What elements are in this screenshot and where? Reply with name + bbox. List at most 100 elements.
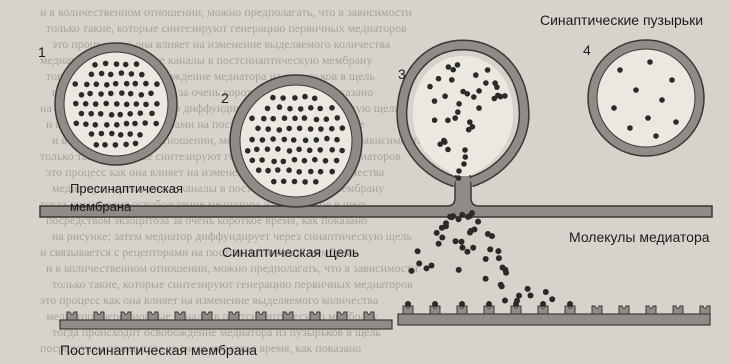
mediator-molecule bbox=[281, 159, 287, 165]
mediator-molecule bbox=[471, 94, 477, 100]
mediator-molecule bbox=[633, 87, 639, 93]
mediator-molecule bbox=[271, 179, 277, 185]
mediator-molecule bbox=[89, 131, 95, 137]
receptor bbox=[511, 306, 521, 314]
mediator-molecule bbox=[148, 91, 154, 97]
synaptic-cleft-label: Синаптическая щель bbox=[222, 244, 359, 260]
mediator-molecule bbox=[334, 158, 340, 164]
mediator-molecule bbox=[114, 101, 120, 107]
mediator-molecule bbox=[492, 80, 498, 86]
mediator-molecule bbox=[449, 77, 455, 83]
mediator-molecule bbox=[265, 146, 271, 152]
mediator-molecule bbox=[500, 265, 506, 271]
mediator-molecule bbox=[103, 101, 109, 107]
mediator-molecule bbox=[139, 72, 145, 78]
receptor bbox=[592, 306, 602, 314]
mediator-molecule bbox=[318, 169, 324, 175]
vesicle-number-4: 4 bbox=[583, 42, 591, 58]
mediator-molecule bbox=[270, 116, 276, 122]
mediator-molecule bbox=[302, 94, 308, 100]
mediator-molecule bbox=[456, 216, 462, 222]
mediator-molecule bbox=[277, 104, 283, 110]
postsynaptic-membrane-label: Постсинаптическая мембрана bbox=[60, 342, 257, 358]
receptor bbox=[175, 312, 185, 320]
mediator-molecule bbox=[108, 72, 114, 78]
mediator-molecule bbox=[98, 111, 104, 117]
mediator-molecule bbox=[259, 157, 265, 163]
vesicle-4 bbox=[588, 40, 704, 156]
mediator-molecule bbox=[277, 127, 283, 133]
mediator-molecule bbox=[528, 293, 534, 299]
mediator-molecule bbox=[459, 301, 465, 307]
mediator-molecule bbox=[154, 81, 160, 87]
mediator-molecule bbox=[92, 62, 98, 68]
mediator-molecule bbox=[439, 235, 445, 241]
mediator-molecule bbox=[143, 81, 149, 87]
mediator-molecule bbox=[104, 82, 110, 88]
mediator-molecule bbox=[83, 121, 89, 127]
postsynaptic-membrane bbox=[60, 301, 710, 329]
mediator-molecule bbox=[292, 116, 298, 122]
mediator-molecule bbox=[73, 101, 79, 107]
mediator-molecule bbox=[525, 286, 531, 292]
mediator-molecule bbox=[659, 97, 665, 103]
mediator-molecule bbox=[270, 136, 276, 142]
mediator-molecule bbox=[442, 139, 448, 145]
mediator-molecule bbox=[439, 225, 445, 231]
receptor bbox=[283, 312, 293, 320]
mediator-molecule bbox=[415, 248, 421, 254]
vesicle-number-2: 2 bbox=[221, 90, 229, 106]
mediator-molecule bbox=[265, 106, 271, 112]
mediator-molecule bbox=[434, 230, 440, 236]
mediator-molecule bbox=[456, 168, 462, 174]
mediator-molecule bbox=[475, 219, 481, 225]
mediator-molecule bbox=[123, 142, 129, 148]
mediator-molecule bbox=[254, 147, 260, 153]
mediator-molecule bbox=[513, 301, 519, 307]
mediator-molecule bbox=[275, 146, 281, 152]
mediator-molecule bbox=[496, 255, 502, 261]
mediator-molecule bbox=[627, 125, 633, 131]
mediator-molecule bbox=[329, 126, 335, 132]
mediator-molecule bbox=[94, 142, 100, 148]
mediator-molecule bbox=[645, 115, 651, 121]
mediator-molecule bbox=[452, 115, 458, 121]
mediator-molecule bbox=[499, 283, 505, 289]
mediator-molecule bbox=[453, 238, 459, 244]
mediator-molecule bbox=[485, 67, 491, 73]
mediator-molecule bbox=[456, 101, 462, 107]
mediator-molecule bbox=[308, 169, 314, 175]
mediator-molecule bbox=[455, 109, 461, 115]
mediator-molecule bbox=[308, 105, 314, 111]
mediator-molecule bbox=[154, 101, 160, 107]
receptor bbox=[430, 306, 440, 314]
mediator-molecule bbox=[460, 245, 466, 251]
mediator-molecule bbox=[249, 116, 255, 122]
mediator-molecule bbox=[261, 116, 267, 122]
mediator-molecule bbox=[468, 228, 474, 234]
mediator-molecule bbox=[329, 105, 335, 111]
mediator-molecule bbox=[459, 239, 465, 245]
mediator-molecule bbox=[427, 84, 433, 90]
mediator-molecule bbox=[291, 137, 297, 143]
receptor bbox=[364, 312, 374, 320]
mediator-molecule bbox=[292, 157, 298, 163]
receptor bbox=[229, 312, 239, 320]
mediator-molecule bbox=[103, 61, 109, 67]
mediator-molecule bbox=[516, 293, 522, 299]
receptor bbox=[673, 306, 683, 314]
mediator-molecule bbox=[489, 233, 495, 239]
mediator-molecule bbox=[436, 76, 442, 82]
mediator-molecule bbox=[286, 126, 292, 132]
mediator-molecule bbox=[114, 122, 120, 128]
mediator-molecule bbox=[113, 81, 119, 87]
mediator-molecule bbox=[483, 256, 489, 262]
receptor bbox=[148, 312, 158, 320]
mediator-molecule bbox=[270, 95, 276, 101]
receptor bbox=[121, 312, 131, 320]
vesicle-2 bbox=[230, 75, 362, 207]
mediator-molecule bbox=[255, 126, 261, 132]
mediator-molecule bbox=[282, 115, 288, 121]
vesicle-1 bbox=[55, 43, 177, 165]
mediator-molecule bbox=[460, 89, 466, 95]
